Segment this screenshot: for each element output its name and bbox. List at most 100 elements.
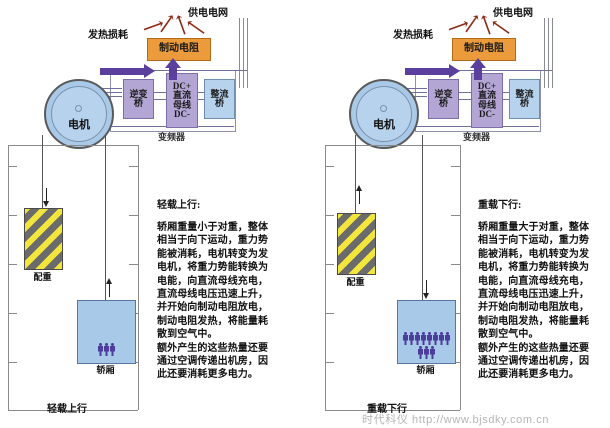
description-line: 此还要消耗更多电力。 bbox=[478, 369, 579, 381]
floor-tick-l3 bbox=[8, 264, 17, 265]
grid-line-1 bbox=[239, 18, 240, 88]
energy-flow-arrow-right bbox=[100, 64, 155, 79]
brake-resistor-block: 制动电阻 bbox=[147, 38, 211, 61]
shaft-rail-left bbox=[325, 145, 326, 410]
panel-light-load-up: 供电电网 ⟶ ⟶ ⟶ ⟶ 发热损耗 制动电阻 变频器 逆变 桥 DC+ 直流 母… bbox=[8, 8, 297, 415]
description-line: 电能，向直流母线充电， bbox=[478, 275, 590, 287]
description-line: 电机，将重力势能转换为 bbox=[157, 262, 269, 274]
description-line: 电机，将重力势能转换为 bbox=[478, 262, 590, 274]
rectifier-bridge-block: 整流 桥 bbox=[509, 79, 540, 119]
inverter-bridge-block: 逆变 桥 bbox=[123, 79, 154, 119]
floor-tick-l2 bbox=[8, 215, 17, 216]
passenger-icon bbox=[421, 332, 426, 345]
floor-tick-r3 bbox=[451, 264, 460, 265]
passenger-icon bbox=[445, 332, 450, 345]
grid-line-3 bbox=[247, 18, 248, 88]
elevator-car bbox=[77, 300, 136, 364]
inverter-label: 变频器 bbox=[463, 132, 491, 142]
motor-inner-ring bbox=[356, 86, 412, 142]
rope-car bbox=[105, 135, 106, 300]
shaft-bottom-line bbox=[8, 410, 138, 411]
description-line: 额外产生的这些热量还要 bbox=[478, 342, 590, 354]
rope-car bbox=[422, 135, 423, 300]
passenger-icon bbox=[415, 332, 420, 345]
counterweight-label: 配重 bbox=[33, 272, 52, 282]
dc-bus-mid-label: 直流 母线 bbox=[172, 90, 191, 110]
shaft-rail-right bbox=[460, 145, 461, 410]
dc-bus-block: DC+ 直流 母线 DC- bbox=[166, 73, 198, 128]
passenger-icon bbox=[439, 332, 444, 345]
passenger-icon bbox=[433, 332, 438, 345]
rectifier-bridge-label: 整流 桥 bbox=[210, 88, 229, 108]
motor-hub bbox=[75, 105, 82, 112]
site-watermark: 时代科仪 http://www.bjsdky.com.cn bbox=[362, 414, 550, 426]
description-line: 能被消耗，电机转变为发 bbox=[478, 248, 590, 260]
description-line: 直流母线电压迅速上升， bbox=[478, 289, 590, 301]
car-label: 轿厢 bbox=[96, 365, 115, 375]
counterweight-block bbox=[24, 208, 63, 270]
shaft-top-line bbox=[8, 145, 138, 146]
counterweight-block bbox=[337, 213, 376, 275]
inverter-bridge-label-1: 逆变 桥 bbox=[129, 88, 148, 108]
description-line: 散到空气中。 bbox=[157, 329, 218, 341]
passenger-icon bbox=[424, 346, 429, 359]
inverter-bridge-label-1: 逆变 桥 bbox=[434, 88, 453, 108]
rope-counterweight bbox=[355, 135, 356, 213]
panel-heavy-load-down: 供电电网 ⟶ ⟶ ⟶ ⟶ 发热损耗 制动电阻 变频器 逆变 桥 DC+ 直流 母… bbox=[305, 0, 610, 428]
car-motion-arrow bbox=[106, 278, 112, 297]
dc-bus-plus-label: DC+ bbox=[477, 80, 497, 91]
wire-inv-to-dc bbox=[457, 92, 471, 93]
description-line: 能被消耗，电机转变为发 bbox=[157, 248, 269, 260]
motor-hub bbox=[380, 105, 387, 112]
floor-tick-l3 bbox=[325, 264, 334, 265]
floor-tick-l5 bbox=[325, 362, 334, 363]
shaft-rail-right bbox=[138, 145, 139, 410]
motor-body: 电机 bbox=[44, 79, 114, 149]
dc-bus-mid-label: 直流 母线 bbox=[477, 90, 496, 110]
shaft-bottom-line bbox=[325, 410, 460, 411]
floor-tick-l2 bbox=[325, 215, 334, 216]
description-line: 散到空气中。 bbox=[478, 329, 539, 341]
motor-label: 电机 bbox=[68, 119, 90, 131]
car-motion-arrow bbox=[423, 280, 429, 299]
grid-label: 供电电网 bbox=[188, 8, 228, 19]
description-line: 相当于向下运动，重力势 bbox=[478, 235, 590, 247]
inverter-label: 变频器 bbox=[158, 132, 186, 142]
passenger-icon bbox=[430, 346, 435, 359]
energy-flow-arrow-right bbox=[405, 64, 460, 79]
passenger-icon bbox=[427, 332, 432, 345]
mode-title: 重载下行: bbox=[478, 200, 522, 211]
dc-bus-minus-label: DC- bbox=[479, 108, 495, 119]
motor-inner-ring bbox=[51, 86, 107, 142]
description-line: 通过空调传递出机房，因 bbox=[478, 356, 590, 368]
motor-label: 电机 bbox=[373, 119, 395, 131]
shaft-top-line bbox=[325, 145, 460, 146]
mode-caption: 重载下行 bbox=[367, 404, 407, 415]
floor-tick-l5 bbox=[8, 362, 17, 363]
counterweight-label: 配重 bbox=[346, 277, 365, 287]
shaft-rail-left bbox=[8, 145, 9, 410]
description-line: 直流母线电压迅速上升， bbox=[157, 289, 269, 301]
counterweight-motion-arrow bbox=[43, 188, 49, 207]
dc-bus-plus-label: DC+ bbox=[172, 80, 192, 91]
description-line: 电能，向直流母线充电， bbox=[157, 275, 269, 287]
car-passengers bbox=[398, 332, 455, 359]
floor-tick-r3 bbox=[129, 264, 138, 265]
description-line: 轿厢重量大于对重，整体 bbox=[478, 222, 590, 233]
description-body: 轿厢重量小于对重，整体 相当于向下运动，重力势 能被消耗，电机转变为发 电机，将… bbox=[157, 221, 297, 382]
car-label: 轿厢 bbox=[416, 365, 435, 375]
rectifier-bridge-label: 整流 桥 bbox=[515, 88, 534, 108]
rectifier-bridge-block: 整流 桥 bbox=[204, 79, 235, 119]
grid-line-2 bbox=[548, 18, 549, 88]
grid-label: 供电电网 bbox=[493, 8, 533, 19]
floor-tick-r2 bbox=[129, 215, 138, 216]
floor-tick-l1 bbox=[8, 166, 17, 167]
description-line: 轿厢重量小于对重，整体 bbox=[157, 222, 269, 233]
floor-tick-l4 bbox=[8, 313, 17, 314]
floor-tick-l1 bbox=[325, 166, 334, 167]
description-line: 此还要消耗更多电力。 bbox=[157, 369, 258, 381]
passenger-icon bbox=[403, 332, 408, 345]
mode-caption: 轻载上行 bbox=[47, 404, 87, 415]
description-line: 并开始向制动电阻放电， bbox=[478, 302, 590, 314]
description-body: 轿厢重量大于对重，整体 相当于向下运动，重力势 能被消耗，电机转变为发 电机，将… bbox=[478, 221, 610, 382]
